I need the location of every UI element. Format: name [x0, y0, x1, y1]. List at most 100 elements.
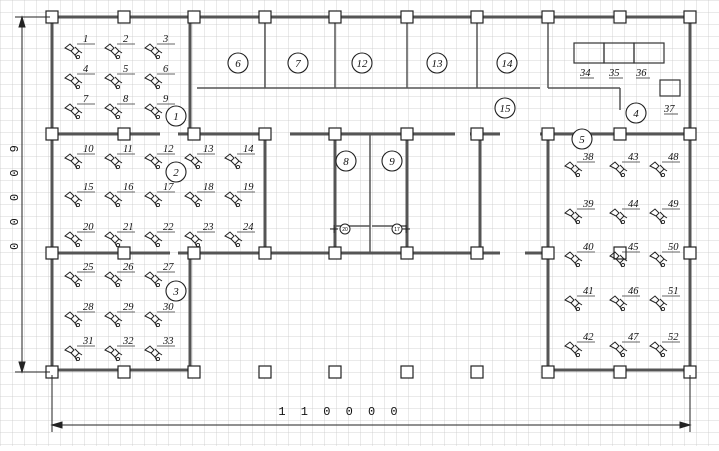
column-3 — [187, 10, 201, 24]
column-32 — [117, 365, 131, 379]
workstation-label-40: 40 — [583, 242, 594, 253]
column-11 — [45, 127, 59, 141]
column-25 — [328, 246, 342, 260]
workstation-44: 44 — [609, 199, 640, 225]
column-35 — [328, 365, 342, 379]
workstation-label-2: 2 — [123, 34, 129, 45]
workstation-label-52: 52 — [668, 332, 679, 343]
workstation-25: 25 — [64, 262, 95, 288]
workstation-label-25: 25 — [83, 262, 94, 273]
workstation-29: 29 — [104, 302, 135, 328]
workstation-41: 41 — [564, 286, 595, 312]
column-5 — [328, 10, 342, 24]
workstation-45: 45 — [609, 242, 640, 268]
workstation-label-6: 6 — [163, 64, 169, 75]
column-4 — [258, 10, 272, 24]
workstation-51: 51 — [649, 286, 680, 312]
workstation-21: 21 — [104, 222, 135, 248]
workstation-label-51: 51 — [668, 286, 679, 297]
workstation-label-48: 48 — [668, 152, 679, 163]
workstation-50: 50 — [649, 242, 680, 268]
workstation-46: 46 — [609, 286, 640, 312]
column-22 — [117, 246, 131, 260]
column-24 — [258, 246, 272, 260]
zone-label-1: 1 — [173, 111, 179, 123]
workstation-26: 26 — [104, 262, 135, 288]
zone-13: 13 — [426, 52, 448, 74]
column-23 — [187, 246, 201, 260]
workstation-14: 14 — [224, 144, 255, 170]
column-20 — [683, 127, 697, 141]
workstation-label-39: 39 — [582, 199, 594, 210]
column-12 — [117, 127, 131, 141]
zone-2: 2 — [165, 161, 187, 183]
workstation-28: 28 — [64, 302, 95, 328]
equipment-group: 34 35 36 37 — [573, 42, 681, 115]
equipment-label-35: 35 — [608, 68, 620, 79]
workstation-label-21: 21 — [123, 222, 134, 233]
dimension-horizontal: 1 1 0 0 0 0 — [278, 405, 401, 419]
workstation-27: 27 — [144, 262, 175, 288]
workstation-2: 2 — [104, 34, 135, 60]
zone-label-8: 8 — [343, 156, 349, 168]
column-9 — [613, 10, 627, 24]
small-devices: 20 17 — [330, 223, 410, 235]
column-39 — [613, 365, 627, 379]
workstation-label-41: 41 — [583, 286, 594, 297]
dimension-lines — [15, 15, 692, 432]
column-8 — [541, 10, 555, 24]
workstation-52: 52 — [649, 332, 680, 358]
workstation-label-1: 1 — [83, 34, 88, 45]
workstation-42: 42 — [564, 332, 595, 358]
workstation-4: 4 — [64, 64, 95, 90]
zone-4: 4 — [625, 102, 647, 124]
device-label-20: 20 — [342, 227, 348, 233]
column-6 — [400, 10, 414, 24]
workstation-label-10: 10 — [83, 144, 94, 155]
column-33 — [187, 365, 201, 379]
zone-5: 5 — [571, 128, 593, 150]
workstation-label-33: 33 — [162, 336, 174, 347]
workstation-3: 3 — [144, 34, 175, 60]
zone-label-6: 6 — [235, 58, 241, 70]
zone-label-12: 12 — [357, 58, 369, 70]
device-label-17: 17 — [394, 227, 400, 233]
workstation-31: 31 — [64, 336, 95, 362]
zone-1: 1 — [165, 105, 187, 127]
column-36 — [400, 365, 414, 379]
workstation-label-43: 43 — [628, 152, 639, 163]
equipment-label-37: 37 — [663, 104, 675, 115]
workstation-label-46: 46 — [628, 286, 639, 297]
workstation-20: 20 — [64, 222, 95, 248]
workstation-19: 19 — [224, 182, 255, 208]
workstation-label-30: 30 — [162, 302, 174, 313]
workstation-39: 39 — [564, 199, 595, 225]
workstation-24: 24 — [224, 222, 255, 248]
workstation-label-4: 4 — [83, 64, 89, 75]
equipment-label-34: 34 — [579, 68, 591, 79]
column-34 — [258, 365, 272, 379]
workstation-label-29: 29 — [123, 302, 134, 313]
column-21 — [45, 246, 59, 260]
zone-12: 12 — [351, 52, 373, 74]
zone-label-3: 3 — [172, 286, 179, 298]
zone-label-4: 4 — [633, 108, 639, 120]
column-38 — [541, 365, 555, 379]
column-37 — [470, 365, 484, 379]
workstation-label-12: 12 — [163, 144, 174, 155]
zone-label-5: 5 — [579, 134, 585, 146]
workstation-17: 17 — [144, 182, 175, 208]
workstation-label-47: 47 — [628, 332, 639, 343]
workstation-label-13: 13 — [203, 144, 214, 155]
workstation-43: 43 — [609, 152, 640, 178]
column-27 — [470, 246, 484, 260]
workstation-33: 33 — [144, 336, 175, 362]
column-26 — [400, 246, 414, 260]
zone-label-7: 7 — [295, 58, 301, 70]
workstation-15: 15 — [64, 182, 95, 208]
workstation-label-15: 15 — [83, 182, 94, 193]
workstation-label-45: 45 — [628, 242, 639, 253]
column-28 — [541, 246, 555, 260]
